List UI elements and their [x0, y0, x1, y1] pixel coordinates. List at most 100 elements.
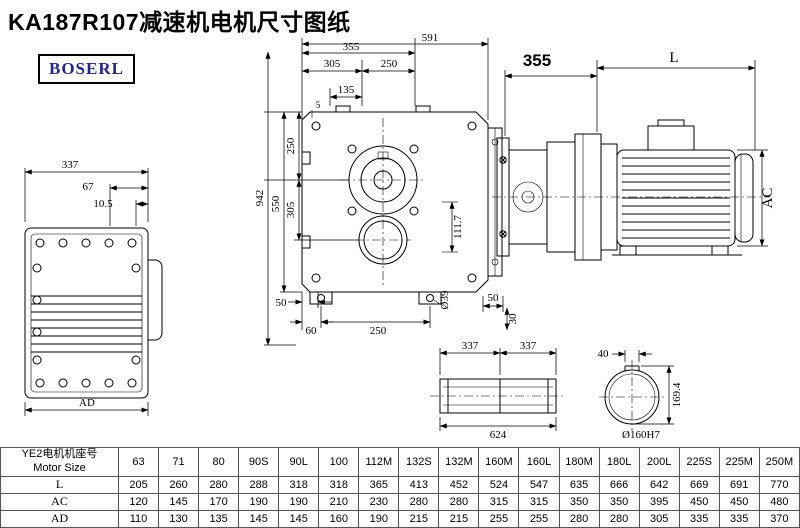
dim-bore-diameter: Ø160H7 [622, 429, 660, 441]
dim-top-60: 60 [306, 325, 318, 337]
fan-cover [734, 153, 754, 243]
dim-bore-169-4: 169.4 [671, 382, 683, 407]
column-header: 225M [718, 447, 760, 477]
dim-front-67: 67 [83, 181, 95, 193]
table-cell: 135 [198, 509, 240, 528]
table-cell: 335 [678, 509, 720, 528]
table-cell: 335 [718, 509, 760, 528]
top-view: 591 355 305 250 135 5 250 305 550 942 11… [254, 32, 519, 346]
table-cell: 770 [758, 475, 800, 494]
dim-top-d39: Ø39 [439, 290, 451, 309]
column-header: 63 [117, 447, 160, 477]
table-cell: 260 [158, 475, 200, 494]
column-header: 112M [358, 447, 400, 477]
column-header: 160L [518, 447, 560, 477]
dim-side-355: 355 [523, 51, 551, 70]
table-cell: 413 [398, 475, 440, 494]
table-cell: 318 [318, 475, 360, 494]
dim-front-AD: AD [79, 397, 95, 409]
dim-top-30: 30 [507, 313, 519, 325]
motor-fins [622, 157, 730, 239]
column-header: 225S [678, 447, 720, 477]
column-header: 90S [238, 447, 280, 477]
table-cell: 145 [158, 492, 200, 511]
column-header: 132M [438, 447, 480, 477]
dim-top-v305: 305 [285, 201, 297, 218]
table-cell: 547 [518, 475, 560, 494]
row-label: AC [0, 492, 119, 511]
dim-shaft-624: 624 [490, 429, 507, 441]
dim-top-305: 305 [324, 58, 341, 70]
table-cell: 635 [558, 475, 600, 494]
table-corner-header: YE2电机机座号 Motor Size [0, 447, 119, 477]
dim-top-135: 135 [338, 84, 355, 96]
table-cell: 230 [358, 492, 400, 511]
table-cell: 210 [318, 492, 360, 511]
row-label: AD [0, 509, 119, 528]
terminal-box [647, 125, 695, 151]
table-cell: 350 [598, 492, 640, 511]
table-cell: 280 [558, 509, 600, 528]
table-cell: 255 [478, 509, 520, 528]
dim-top-50-right: 50 [488, 292, 500, 304]
table-cell: 452 [438, 475, 480, 494]
column-header: 100 [318, 447, 360, 477]
table-cell: 130 [158, 509, 200, 528]
table-cell: 450 [678, 492, 720, 511]
dim-side-L: L [669, 50, 678, 66]
table-cell: 666 [598, 475, 640, 494]
dim-top-591: 591 [422, 32, 439, 44]
table-cell: 318 [278, 475, 320, 494]
table-cell: 170 [198, 492, 240, 511]
table-cell: 365 [358, 475, 400, 494]
bore-view: 40 169.4 Ø160H7 [598, 348, 684, 441]
boserl-logo: BOSERL [38, 54, 135, 84]
logo-text: BOSERL [49, 59, 124, 78]
page-title: KA187R107减速机电机尺寸图纸 [8, 9, 351, 35]
dim-top-v250: 250 [285, 137, 297, 154]
dim-top-250-bottom: 250 [370, 325, 387, 337]
table-cell: 280 [198, 475, 240, 494]
technical-drawing: 337 67 10.5 AD 591 [24, 32, 776, 441]
motor-foot [711, 245, 729, 256]
column-header: 200L [638, 447, 680, 477]
dim-shaft-337b: 337 [520, 340, 537, 352]
table-cell: 315 [478, 492, 520, 511]
dim-side-AC: AC [760, 188, 776, 209]
column-header: 180L [598, 447, 640, 477]
table-cell: 190 [278, 492, 320, 511]
dim-top-111-7: 111.7 [452, 215, 464, 239]
bolt-holes [32, 238, 141, 388]
column-header: 80 [198, 447, 240, 477]
dim-top-5: 5 [316, 100, 321, 110]
table-cell: 215 [398, 509, 440, 528]
table-cell: 395 [638, 492, 680, 511]
table-cell: 110 [117, 509, 160, 528]
dim-bore-40: 40 [598, 348, 610, 360]
flange-bolts [499, 156, 507, 238]
dim-top-250: 250 [381, 58, 398, 70]
dim-top-50-left: 50 [276, 297, 288, 309]
output-hub-profile [148, 259, 163, 341]
front-view: 337 67 10.5 AD [24, 159, 163, 416]
table-cell: 255 [518, 509, 560, 528]
table-cell: 205 [117, 475, 160, 494]
dim-front-10-5: 10.5 [93, 198, 113, 210]
column-header: 90L [278, 447, 320, 477]
dim-top-942: 942 [254, 190, 266, 207]
side-view: 355 L AC [492, 50, 776, 261]
motor-foot [619, 245, 637, 256]
table-cell: 190 [238, 492, 280, 511]
table-cell: 280 [398, 492, 440, 511]
table-cell: 691 [718, 475, 760, 494]
column-header: 71 [158, 447, 200, 477]
cooling-ribs [31, 295, 142, 353]
table-cell: 642 [638, 475, 680, 494]
table-cell: 305 [638, 509, 680, 528]
table-cell: 215 [438, 509, 480, 528]
